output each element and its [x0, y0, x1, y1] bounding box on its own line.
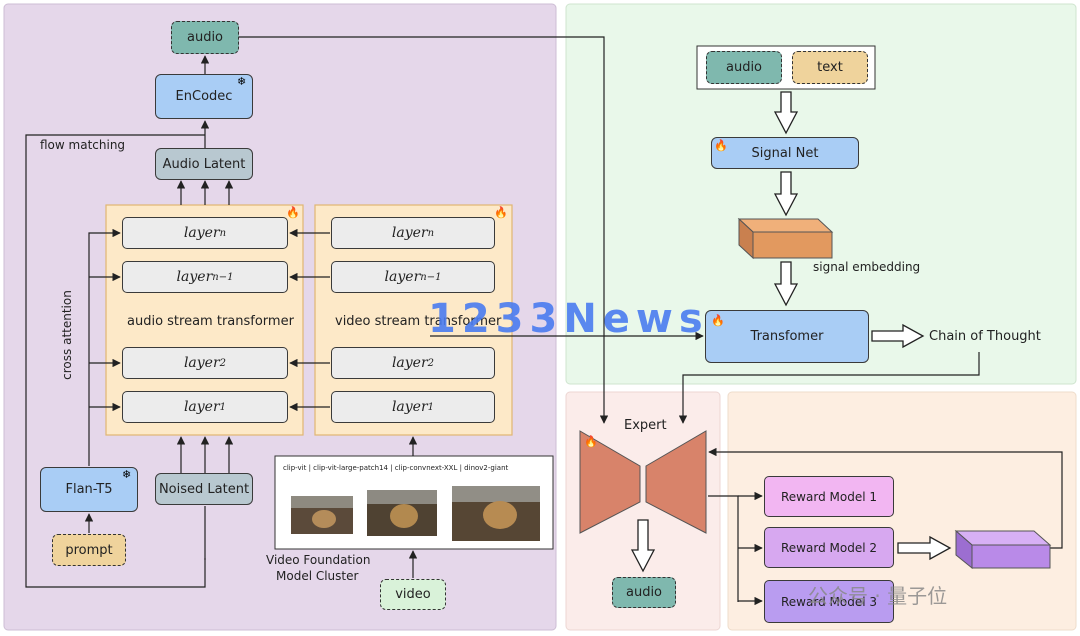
transformer-label: Transfomer — [750, 329, 824, 344]
fire-icon: 🔥 — [714, 139, 728, 152]
video-input-label: video — [395, 587, 431, 602]
reward-model-3-label: Reward Model 3 — [781, 594, 877, 609]
video-layer-n-1-sub: n−1 — [420, 271, 442, 283]
hollow-arrow-transformer-cot — [871, 323, 925, 349]
encodec-label: EnCodec — [175, 89, 233, 104]
signal-net-label: Signal Net — [751, 145, 819, 161]
vfm-label-line1: Video Foundation — [266, 553, 371, 567]
hollow-arrow-input-signalnet — [773, 91, 799, 135]
audio-latent-label: Audio Latent — [162, 156, 246, 172]
audio-final-box: audio — [612, 577, 676, 608]
audio-layer-1-sub: 1 — [219, 401, 227, 413]
transformer-box: Transfomer — [705, 310, 869, 363]
expert-decoder-shape — [645, 430, 707, 534]
prompt-label: prompt — [65, 542, 113, 558]
watermark-corner: 公众号 · 量子位 — [808, 584, 948, 608]
chain-of-thought-label: Chain of Thought — [929, 329, 1041, 344]
audio-latent-box: Audio Latent — [155, 148, 253, 180]
reward-model-1-label: Reward Model 1 — [781, 489, 877, 504]
reward-model-3: Reward Model 3 — [764, 580, 894, 623]
fire-icon: 🔥 — [584, 435, 598, 448]
fire-icon: 🔥 — [494, 206, 508, 219]
encodec-box: EnCodec — [155, 74, 253, 119]
right-top-panel — [565, 3, 1077, 385]
video-layer-1-sub: 1 — [427, 401, 435, 413]
reward-model-2: Reward Model 2 — [764, 527, 894, 568]
audio-layer-2-sub: 2 — [219, 357, 227, 369]
audio-final-label: audio — [625, 585, 663, 600]
hollow-arrow-embedding-transformer — [773, 261, 799, 307]
signal-net-box: Signal Net — [711, 137, 859, 169]
text-input-label: text — [817, 60, 843, 75]
cross-attention-label: cross attention — [59, 290, 74, 380]
reward-model-2-label: Reward Model 2 — [781, 540, 877, 555]
snowflake-icon: ❄ — [122, 468, 132, 481]
video-layer-2-sub: 2 — [427, 357, 435, 369]
text-input-box: text — [792, 51, 868, 84]
audio-input-box: audio — [706, 51, 782, 84]
audio-stream-label: audio stream transformer — [127, 314, 294, 329]
prompt-box: prompt — [52, 534, 126, 566]
expert-label: Expert — [624, 418, 667, 433]
audio-output-label: audio — [186, 30, 224, 45]
watermark-center: 1233News — [428, 296, 709, 342]
video-thumbnails — [291, 486, 540, 541]
noised-latent-box: Noised Latent — [155, 473, 253, 505]
hollow-arrow-reward-cuboid — [897, 535, 952, 561]
vfm-label-line2: Model Cluster — [276, 569, 359, 583]
fire-icon: 🔥 — [286, 206, 300, 219]
audio-output-box: audio — [171, 21, 239, 54]
hollow-arrow-expert-audio — [630, 519, 656, 573]
video-input-box: video — [380, 579, 446, 610]
video-stream-label: video stream transformer — [335, 314, 502, 329]
video-layer-n-sub: n — [427, 227, 435, 239]
flan-t5-label: Flan-T5 — [65, 482, 113, 497]
vfm-models-text: clip-vit | clip-vit-large-patch14 | clip… — [283, 464, 509, 472]
reward-model-1: Reward Model 1 — [764, 476, 894, 517]
signal-embedding-label: signal embedding — [813, 260, 921, 274]
audio-layer-n-1-sub: n−1 — [212, 271, 234, 283]
hollow-arrow-signalnet-embedding — [773, 171, 799, 217]
audio-layer-n-sub: n — [219, 227, 227, 239]
noised-latent-label: Noised Latent — [158, 481, 250, 497]
reward-cuboid — [954, 529, 1052, 570]
flan-t5-box: Flan-T5 — [40, 467, 138, 512]
fire-icon: 🔥 — [711, 314, 725, 327]
flow-matching-label: flow matching — [40, 138, 126, 152]
snowflake-icon: ❄ — [237, 75, 247, 88]
signal-embedding-cuboid — [737, 217, 834, 260]
expert-encoder-shape — [579, 430, 641, 534]
audio-input-label: audio — [725, 60, 763, 75]
